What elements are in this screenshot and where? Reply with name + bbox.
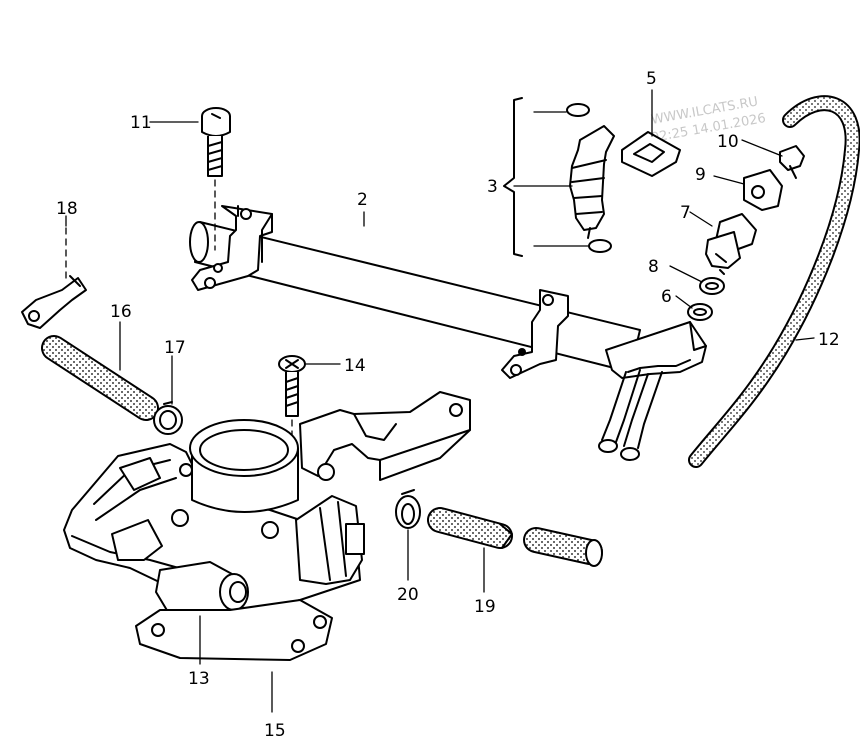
callout-16: 16 xyxy=(110,302,132,322)
retaining-clip xyxy=(743,169,783,211)
throttle-body xyxy=(63,419,365,617)
leader-lines xyxy=(65,89,815,713)
screw-10 xyxy=(779,145,805,179)
callout-17: 17 xyxy=(164,338,186,358)
callout-20: 20 xyxy=(397,585,419,605)
hose-clamp-17 xyxy=(153,401,183,435)
callout-15: 15 xyxy=(264,721,286,741)
callout-19: 19 xyxy=(474,597,496,617)
callout-8: 8 xyxy=(648,257,659,277)
injector-clip xyxy=(621,131,681,177)
callout-labels: 2 3 5 6 7 8 9 10 11 12 13 14 15 16 17 18… xyxy=(56,69,840,741)
fuel-rail xyxy=(189,205,707,461)
hose-19 xyxy=(427,507,603,567)
pressure-regulator xyxy=(705,213,757,275)
callout-6: 6 xyxy=(661,287,672,307)
connector-18 xyxy=(21,227,87,329)
gasket-15 xyxy=(135,599,333,661)
hose-clamp-20 xyxy=(395,489,421,529)
mounting-bracket xyxy=(299,391,471,481)
callout-5: 5 xyxy=(646,69,657,89)
injector-assembly xyxy=(503,97,615,257)
callout-10: 10 xyxy=(717,132,739,152)
callout-7: 7 xyxy=(680,203,691,223)
callout-2: 2 xyxy=(357,190,368,210)
callout-3: 3 xyxy=(487,177,498,197)
callout-18: 18 xyxy=(56,199,78,219)
screw-14 xyxy=(278,355,306,471)
hose-16 xyxy=(41,335,159,421)
vacuum-hose xyxy=(688,95,860,468)
watermark: WWW.ILCATS.RU 02:25 14.01.2026 xyxy=(650,94,767,146)
screw-11 xyxy=(201,107,231,251)
callout-9: 9 xyxy=(695,165,706,185)
callout-14: 14 xyxy=(344,356,366,376)
callout-12: 12 xyxy=(818,330,840,350)
callout-11: 11 xyxy=(130,113,152,133)
callout-13: 13 xyxy=(188,669,210,689)
